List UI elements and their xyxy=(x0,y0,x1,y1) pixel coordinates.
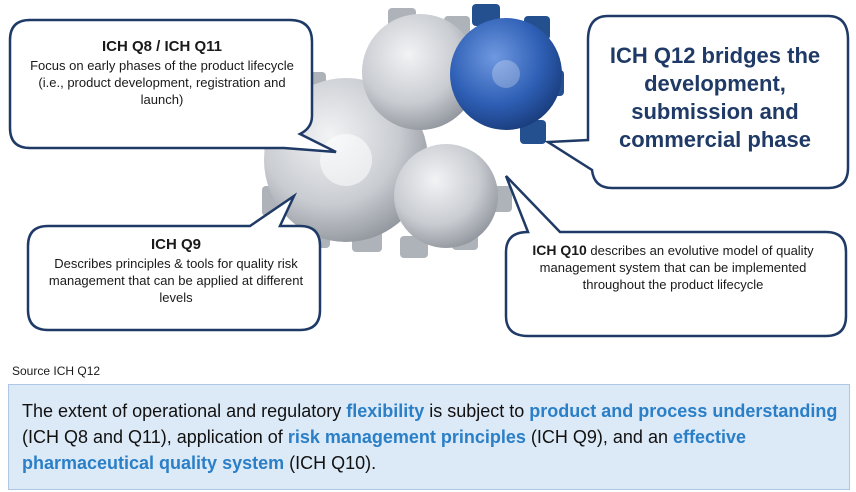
q8-q11-body: Focus on early phases of the product lif… xyxy=(30,58,294,107)
summary-t4: (ICH Q9), and an xyxy=(525,427,673,447)
summary-highlight-understanding: product and process understanding xyxy=(529,401,838,421)
summary-text: The extent of operational and regulatory… xyxy=(22,398,842,476)
summary-highlight-pqs: effective pharmaceutical quality system xyxy=(22,427,747,473)
silver-gear-bottom-icon xyxy=(394,144,512,258)
summary-t5: (ICH Q10). xyxy=(284,453,377,473)
summary-highlight-risk: risk management principles xyxy=(287,427,526,447)
silver-gear-top-icon xyxy=(362,8,478,130)
gears-and-callouts xyxy=(8,4,850,338)
summary-box xyxy=(8,384,850,490)
diagram-scene: ICH Q8 / ICH Q11 Focus on early phases o… xyxy=(8,4,850,338)
summary-highlight-flexibility: flexibility xyxy=(346,401,425,421)
summary-t1: The extent of operational and regulatory xyxy=(22,401,347,421)
callout-q12 xyxy=(544,14,850,190)
q8-q11-title: ICH Q8 / ICH Q11 xyxy=(101,38,223,55)
q9-text: ICH Q9 Describes principles & tools for … xyxy=(40,236,312,306)
q10-text: ICH Q10 describes an evolutive model of … xyxy=(508,242,838,293)
q9-body: Describes principles & tools for quality… xyxy=(48,256,304,305)
q10-lead: ICH Q10 xyxy=(532,242,587,258)
source-label: Source ICH Q12 xyxy=(12,364,101,378)
q12-text: ICH Q12 bridges the development, submiss… xyxy=(609,43,821,152)
callout-q8-q11 xyxy=(8,18,337,154)
q10-body: describes an evolutive model of quality … xyxy=(539,243,814,292)
q8-q11-text: ICH Q8 / ICH Q11 Focus on early phases o… xyxy=(26,38,298,108)
blue-gear-icon xyxy=(450,4,564,144)
summary-t3: (ICH Q8 and Q11), application of xyxy=(22,427,288,447)
callout-q9 xyxy=(26,192,322,332)
callout-q10 xyxy=(504,175,848,338)
q9-title: ICH Q9 xyxy=(150,236,201,253)
summary-t2: is subject to xyxy=(424,401,530,421)
